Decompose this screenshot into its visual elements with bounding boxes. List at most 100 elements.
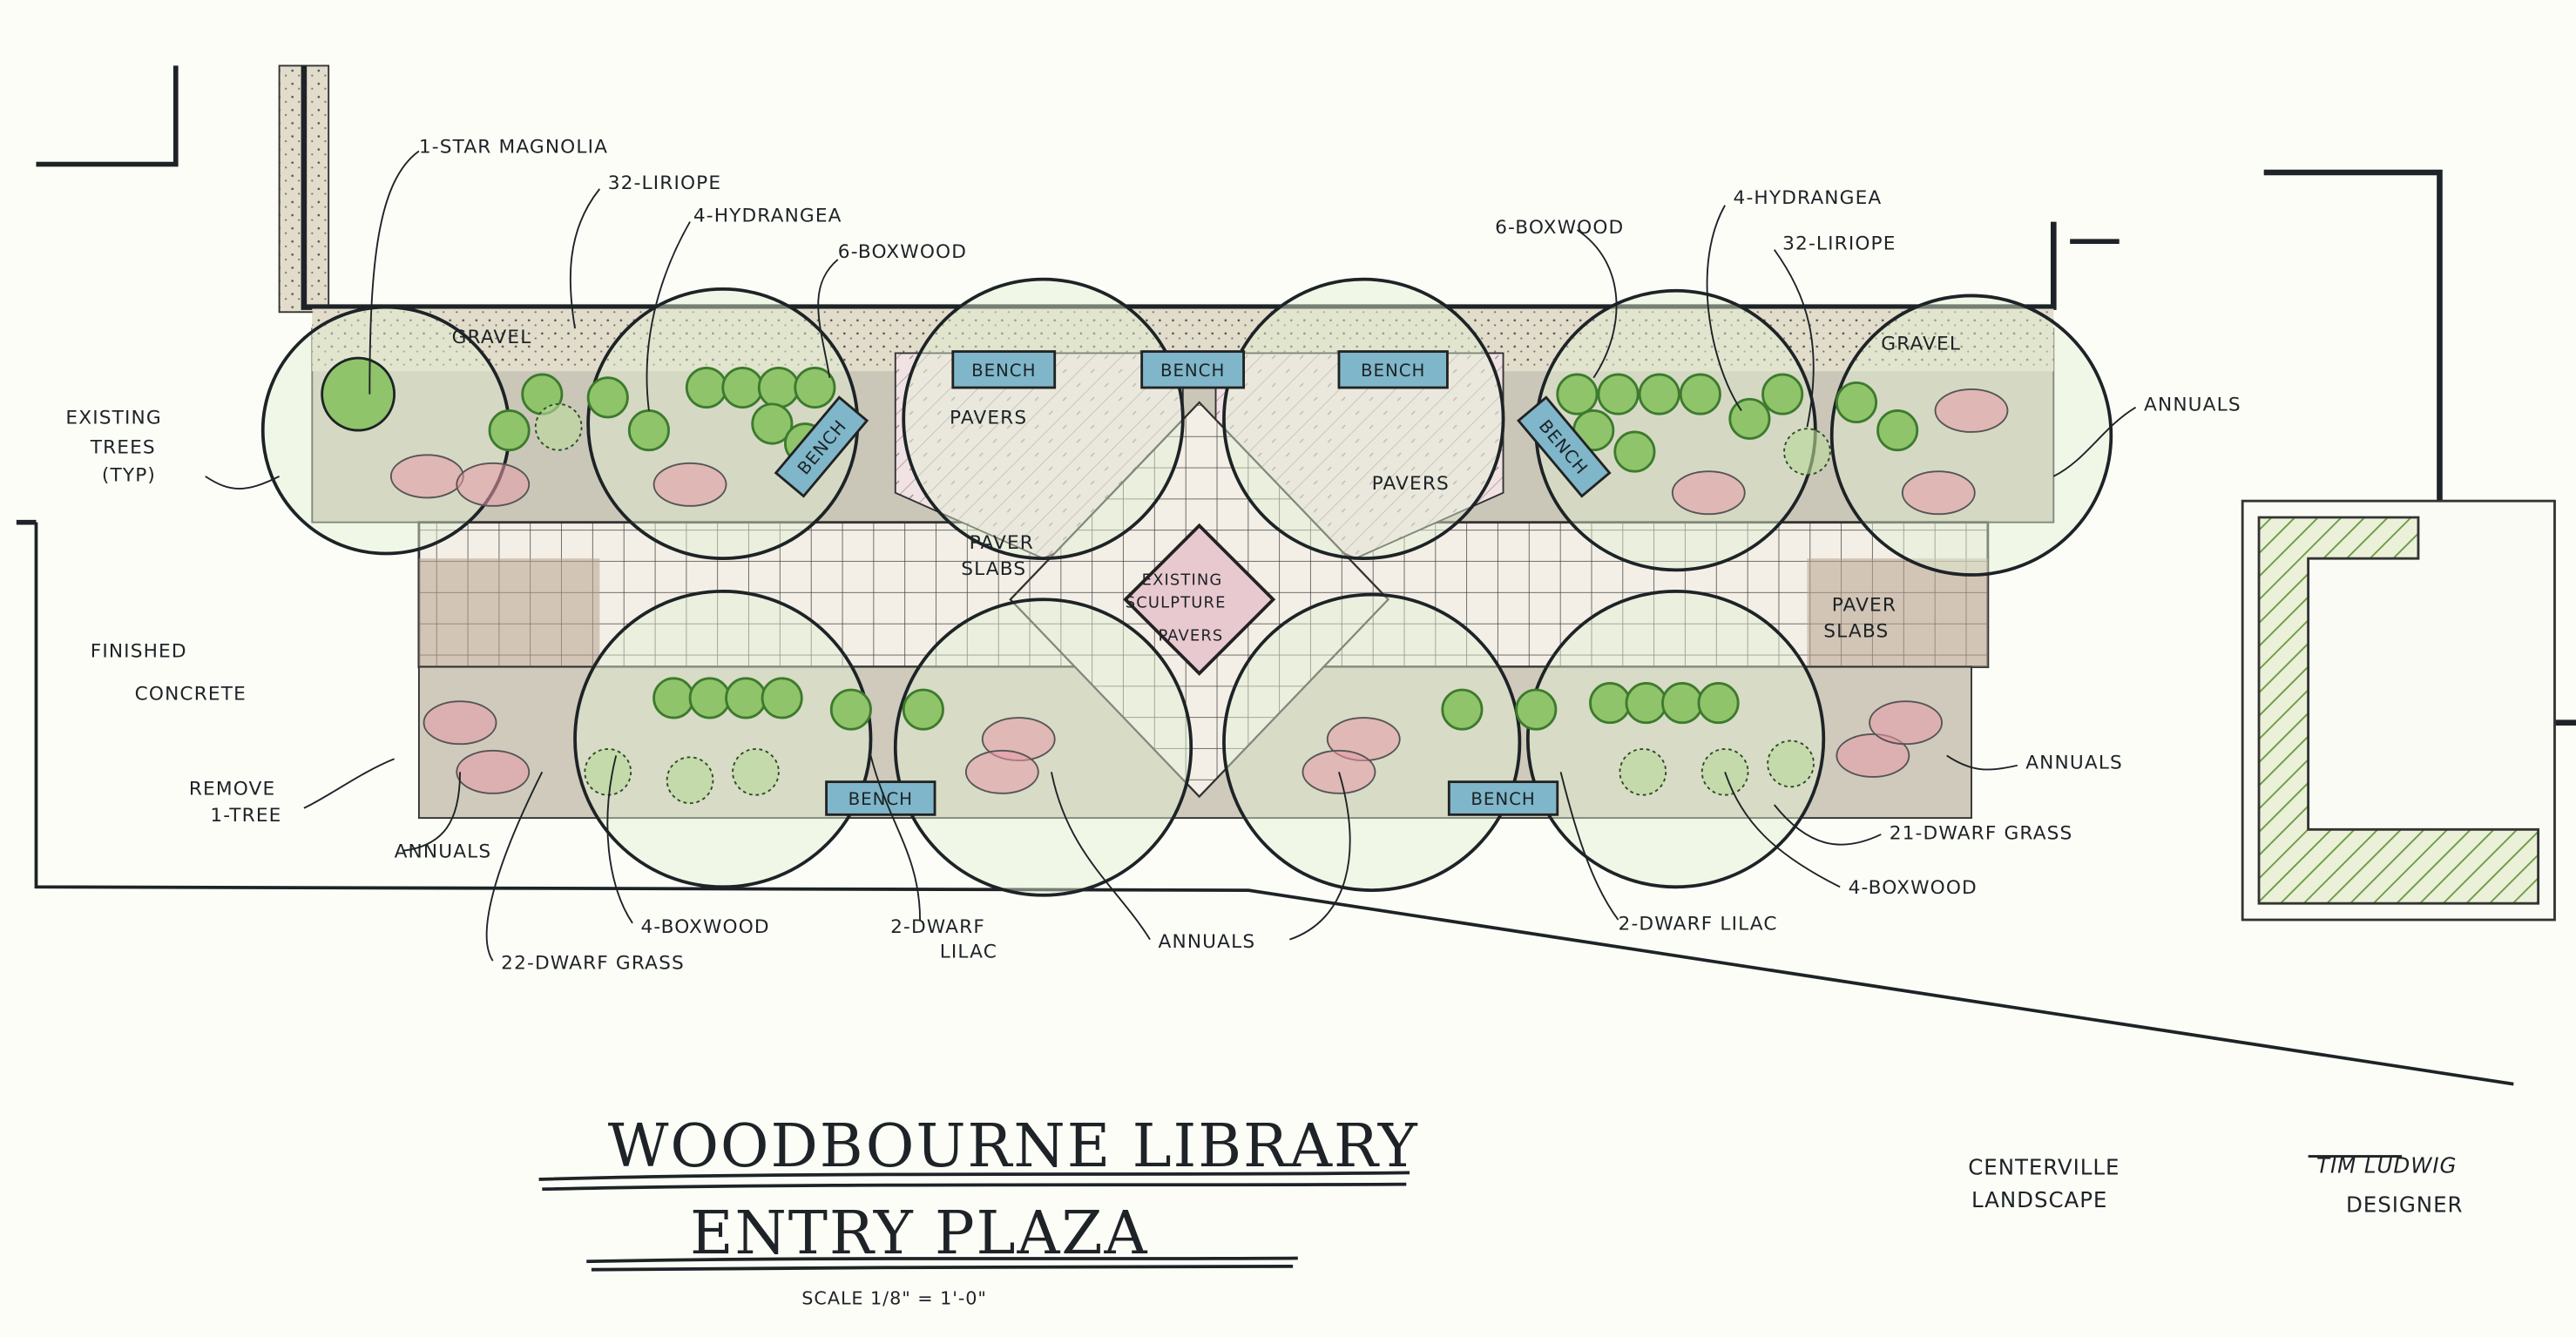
- boxwood-shrub: [1556, 373, 1599, 415]
- dwarf-grass: [534, 402, 583, 451]
- label-annuals-lower-left: Annuals: [395, 841, 492, 862]
- annuals-planting: [1901, 470, 1976, 516]
- label-annuals-lower-right: Annuals: [2025, 753, 2123, 774]
- boxwood-shrub: [1625, 682, 1667, 725]
- label-dwarf-lilac-left: 2-Dwarf: [890, 916, 985, 938]
- boxwood-shrub: [1515, 688, 1558, 731]
- svg-text:Bench: Bench: [1160, 361, 1225, 381]
- tree-canopy: [1829, 294, 2113, 577]
- label-annuals-lower-center: Annuals: [1159, 931, 1256, 953]
- shrub-plantings: [389, 366, 2009, 805]
- boxwood-shrub: [1761, 373, 1804, 415]
- bench: Bench: [1447, 780, 1559, 816]
- building-outline-left: [16, 64, 2057, 525]
- annuals-planting: [1934, 388, 2009, 433]
- designer-role: Designer: [2346, 1192, 2463, 1218]
- boxwood-shrub: [685, 366, 727, 409]
- dwarf-grass: [1783, 428, 1831, 476]
- label-paver-slabs-right: Slabs: [1823, 621, 1889, 643]
- dwarf-grass: [1767, 739, 1815, 788]
- boxwood-shrub: [794, 366, 836, 409]
- label-remove-tree: 1-Tree: [210, 805, 281, 827]
- label-finished-concrete: Concrete: [135, 683, 247, 705]
- tree-canopy: [573, 589, 873, 889]
- existing-sculpture: [1123, 523, 1276, 676]
- boxwood-shrub: [1441, 688, 1484, 731]
- boxwood-shrub: [1679, 373, 1721, 415]
- annuals-planting: [1869, 700, 1944, 746]
- label-liriope-left: 32-Liriope: [608, 172, 721, 194]
- label-annuals-upper-right: Annuals: [2144, 394, 2241, 415]
- annuals-planting: [456, 749, 531, 794]
- right-planter: [2241, 499, 2556, 922]
- label-boxwood-lower-right: 4-Boxwood: [1849, 877, 1978, 899]
- drawing-scale: Scale 1/8" = 1'-0": [801, 1287, 987, 1308]
- drawing-subtitle: Entry Plaza: [690, 1199, 1148, 1268]
- label-pavers-center: Pavers: [1159, 626, 1224, 645]
- annuals-planting: [389, 454, 464, 499]
- annuals-planting: [964, 749, 1039, 794]
- label-boxwood-lower-left: 4-Boxwood: [640, 916, 769, 938]
- bench: Bench: [825, 780, 936, 816]
- boxwood-shrub: [725, 677, 767, 719]
- label-star-magnolia: 1-Star Magnolia: [419, 136, 608, 158]
- boxwood-shrub: [1728, 397, 1771, 440]
- star-magnolia: [321, 356, 396, 432]
- label-existing-sculpture: Existing: [1142, 571, 1223, 589]
- tree-canopy: [902, 277, 1185, 561]
- label-paver-slabs-left: Paver: [970, 532, 1034, 554]
- subtitle-underline: [586, 1256, 1298, 1272]
- boxwood-shrub: [1661, 682, 1704, 725]
- label-pavers-right: Pavers: [1372, 473, 1450, 495]
- bench: Bench: [1337, 350, 1449, 389]
- label-dwarf-lilac-left: Lilac: [940, 941, 997, 962]
- boxwood-shrub: [1697, 682, 1740, 725]
- annuals-planting: [456, 462, 531, 507]
- boxwood-shrub: [688, 677, 731, 719]
- label-gravel-right: Gravel: [1881, 334, 1961, 355]
- label-hydrangea-right: 4-Hydrangea: [1734, 187, 1883, 209]
- svg-text:Bench: Bench: [1471, 789, 1535, 809]
- title-underline: [538, 1171, 1410, 1192]
- annuals-planting: [1671, 470, 1746, 516]
- boxwood-shrub: [721, 366, 764, 409]
- svg-text:Bench: Bench: [849, 789, 913, 809]
- firm-name: Centerville: [1968, 1154, 2120, 1179]
- dwarf-grass: [1619, 747, 1667, 796]
- dwarf-grass: [584, 747, 632, 796]
- finished-concrete-edge: [34, 522, 2514, 1086]
- boxwood-shrub: [1835, 381, 1878, 424]
- tree-canopy: [1525, 589, 1826, 889]
- boxwood-shrub: [757, 366, 800, 409]
- boxwood-shrub: [829, 688, 872, 731]
- boxwood-shrub: [1613, 430, 1656, 473]
- boxwood-shrub: [902, 688, 944, 731]
- tree-canopies: [260, 277, 2113, 897]
- label-existing-sculpture: Sculpture: [1126, 594, 1227, 612]
- label-dwarf-grass-left: 22-Dwarf Grass: [501, 953, 685, 975]
- paver-slabs-brown-left: [418, 558, 600, 667]
- label-dwarf-lilac-right: 2-Dwarf Lilac: [1619, 913, 1778, 935]
- boxwood-shrub: [1589, 682, 1632, 725]
- boxwood-shrub: [586, 376, 629, 419]
- label-finished-concrete: Finished: [91, 640, 187, 662]
- drawing-title: Woodbourne Library: [608, 1112, 1419, 1181]
- boxwood-shrub: [761, 677, 803, 719]
- boxwood-shrub: [652, 677, 695, 719]
- boxwood-shrub: [488, 409, 531, 452]
- label-boxwood-right: 6-Boxwood: [1495, 217, 1624, 239]
- label-dwarf-grass-right: 21-Dwarf Grass: [1890, 823, 2073, 845]
- firm-name: Landscape: [1971, 1187, 2107, 1212]
- boxwood-shrub: [1597, 373, 1640, 415]
- label-liriope-right: 32-Liriope: [1782, 233, 1896, 255]
- boxwood-shrub: [751, 402, 794, 445]
- dwarf-grass: [666, 756, 714, 805]
- label-remove-tree: Remove: [189, 779, 275, 800]
- label-existing-trees: Trees: [90, 436, 156, 458]
- label-gravel-left: Gravel: [452, 327, 532, 348]
- boxwood-shrub: [627, 409, 670, 452]
- label-paver-slabs-right: Paver: [1832, 594, 1897, 616]
- tree-canopy: [1222, 277, 1505, 561]
- annuals-planting: [423, 700, 497, 746]
